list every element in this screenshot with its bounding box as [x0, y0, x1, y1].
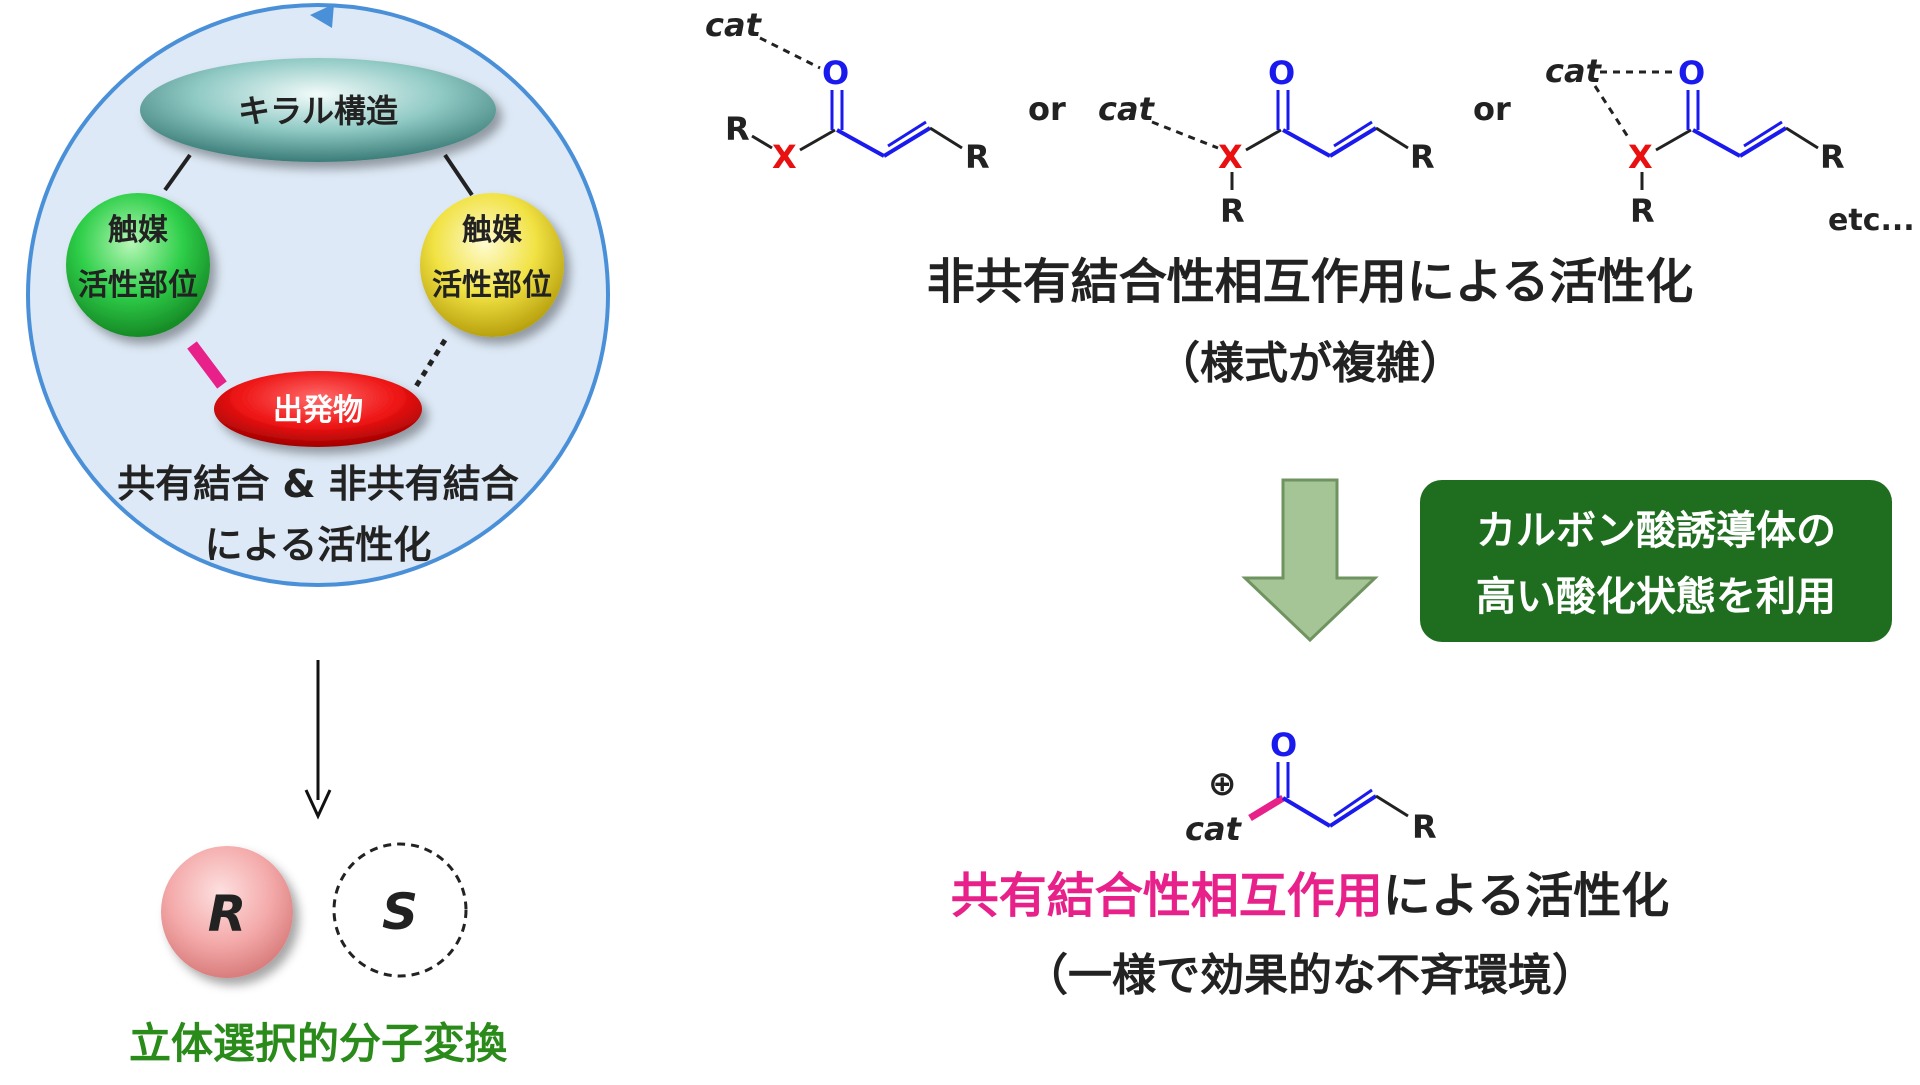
- covalent-bond-link: [187, 341, 227, 389]
- activation-label-line2: による活性化: [205, 523, 432, 567]
- catalyst-cycle-panel: キラル構造 触媒 活性部位 触媒 活性部位 出発物 共有結合 & 非共有結合 に…: [26, 3, 610, 587]
- connector-right: [443, 153, 474, 197]
- cycle-arrowhead-icon: [310, 4, 334, 28]
- etc-label: etc...: [1828, 203, 1915, 238]
- cat-label-1: cat: [705, 6, 763, 44]
- atom-r-1b: R: [965, 138, 990, 176]
- chiral-structure-label: キラル構造: [238, 92, 398, 130]
- atom-r-1a: R: [725, 110, 750, 148]
- atom-x-2: X: [1218, 138, 1243, 176]
- noncovalent-subtitle: （様式が複雑）: [1156, 338, 1464, 389]
- noncovalent-title: 非共有結合性相互作用による活性化: [927, 254, 1694, 310]
- cycle-circle: [26, 3, 610, 587]
- noncovalent-bond-link: [412, 338, 448, 390]
- connector-left: [163, 153, 192, 192]
- covalent-title: 共有結合性相互作用による活性化: [951, 868, 1670, 924]
- atom-x-1: X: [772, 138, 797, 176]
- atom-r-3b: R: [1820, 138, 1845, 176]
- covalent-title-colored: 共有結合性相互作用: [951, 868, 1383, 924]
- noncovalent-structures: cat O R X R or cat O X: [705, 6, 1915, 238]
- atom-r-2a: R: [1220, 192, 1245, 230]
- r-label: R: [208, 885, 247, 943]
- or-label-1: or: [1028, 90, 1066, 128]
- catalyst-left-line2: 活性部位: [78, 268, 198, 303]
- strategy-line2: 高い酸化状態を利用: [1476, 574, 1836, 620]
- catalyst-site-left: [66, 193, 210, 337]
- stereoselective-label: 立体選択的分子変換: [129, 1019, 508, 1068]
- atom-o-3: O: [1678, 54, 1705, 92]
- covalent-title-rest: による活性化: [1383, 868, 1670, 924]
- strategy-line1: カルボン酸誘導体の: [1476, 508, 1836, 554]
- s-label: S: [382, 883, 418, 941]
- structure-1: cat O R X R: [705, 6, 990, 176]
- cat-label-2: cat: [1098, 90, 1156, 128]
- down-arrow-left: [304, 660, 332, 820]
- atom-x-3: X: [1628, 138, 1653, 176]
- catalyst-left-line1: 触媒: [108, 213, 169, 248]
- cat-label-3: cat: [1545, 52, 1603, 90]
- transition-arrow-icon: [1241, 478, 1379, 643]
- structure-3: cat O X R R: [1545, 52, 1845, 230]
- r-enantiomer-ball: [161, 846, 293, 978]
- atom-o-1: O: [822, 54, 849, 92]
- plus-charge-icon: ⊕: [1208, 764, 1237, 804]
- catalyst-right-line2: 活性部位: [432, 268, 552, 303]
- atom-r-covalent: R: [1412, 808, 1437, 846]
- covalent-structure: ⊕ cat O R: [1185, 726, 1437, 848]
- s-enantiomer-circle: [332, 842, 468, 978]
- catalyst-site-right: [420, 193, 564, 337]
- or-label-2: or: [1473, 90, 1511, 128]
- strategy-box: [1420, 480, 1892, 642]
- starting-material-label: 出発物: [273, 393, 363, 428]
- activation-label-line1: 共有結合 & 非共有結合: [117, 462, 519, 506]
- atom-o-2: O: [1268, 54, 1295, 92]
- structure-2: cat O X R R: [1098, 54, 1435, 230]
- atom-r-2b: R: [1410, 138, 1435, 176]
- covalent-subtitle: （一様で効果的な不斉環境）: [1024, 950, 1596, 1001]
- catalyst-right-line1: 触媒: [462, 213, 523, 248]
- cat-label-covalent: cat: [1185, 810, 1243, 848]
- starting-material-ellipse: [214, 371, 422, 447]
- atom-r-3a: R: [1630, 192, 1655, 230]
- chiral-structure-ellipse: [140, 58, 496, 162]
- atom-o-covalent: O: [1270, 726, 1297, 764]
